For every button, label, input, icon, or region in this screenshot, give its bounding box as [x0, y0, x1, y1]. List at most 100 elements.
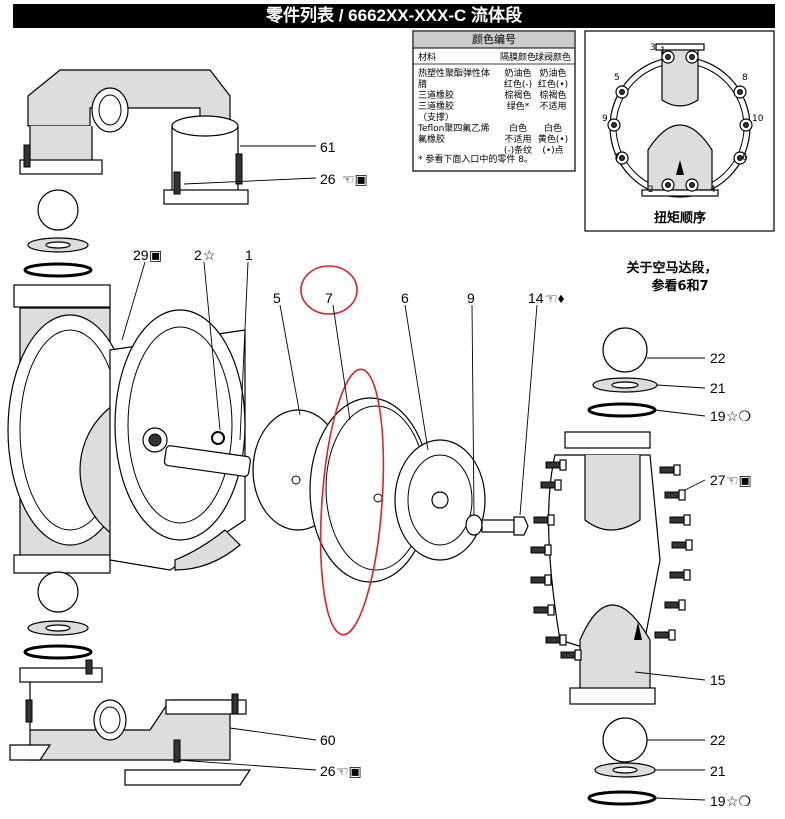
- cover-bolt-head: [559, 634, 567, 646]
- cover-bolt-head: [685, 539, 693, 551]
- label-26-bottom: 26: [320, 763, 336, 779]
- svg-text:☜▣: ☜▣: [342, 171, 368, 187]
- color-table-ball: (•)点: [542, 145, 563, 156]
- color-table-ball: 棕褐色: [539, 89, 566, 101]
- cover-bolt: [530, 576, 546, 584]
- label-21-top: 21: [710, 380, 726, 396]
- label-15: 15: [710, 672, 726, 688]
- torque-bolt-center: [611, 122, 617, 128]
- color-table-ball: 奶油色: [539, 67, 566, 79]
- color-table-diaphragm: 不适用: [504, 134, 531, 145]
- label-26-top: 26: [320, 171, 336, 187]
- label-9: 9: [467, 290, 475, 306]
- cover-bolt-head: [547, 514, 555, 526]
- torque-number: 4: [710, 185, 716, 195]
- color-table-material: Teflon聚四氟乙烯: [417, 122, 489, 134]
- highlight-label-7: [300, 265, 358, 315]
- color-table-material: 热塑性聚酯弹性体: [418, 67, 490, 79]
- color-table-col-diaphragm: 隔膜颜色: [500, 51, 536, 63]
- air-motor-note-line1: 关于空马达段，: [626, 260, 717, 276]
- label-22-top: 22: [710, 350, 726, 366]
- cover-bolt-head: [574, 649, 582, 661]
- cover-bolt: [540, 481, 556, 489]
- torque-number: 10: [752, 114, 764, 124]
- svg-text:☆❍: ☆❍: [726, 793, 751, 809]
- label-2: 2: [194, 247, 202, 263]
- torque-number: 5: [614, 73, 620, 83]
- cover-bolt: [654, 631, 670, 639]
- label-14: 14: [528, 290, 544, 306]
- label-21-bottom: 21: [710, 763, 726, 779]
- color-table-material: 三道橡胶: [418, 89, 454, 101]
- color-table-ball: 红色(•): [538, 78, 568, 90]
- cover-bolt: [669, 571, 685, 579]
- torque-number: 6: [742, 153, 748, 163]
- label-19-bottom: 19: [710, 793, 726, 809]
- torque-bolt-center: [689, 182, 695, 188]
- cover-bolt: [560, 651, 576, 659]
- label-27: 27: [710, 472, 726, 488]
- air-motor-note-line2: 参看6和7: [651, 278, 708, 294]
- cover-bolt: [533, 516, 549, 524]
- svg-text:☆: ☆: [203, 247, 216, 263]
- color-table-ball: 白色: [544, 122, 562, 134]
- center-section: [109, 309, 251, 571]
- color-table-diaphragm: 奶油色: [504, 67, 531, 79]
- torque-bolt-center: [665, 54, 671, 60]
- color-table-material: （支撑）: [418, 111, 454, 123]
- torque-bolt-center: [689, 54, 695, 60]
- svg-text:☜▣: ☜▣: [336, 763, 362, 779]
- torque-bolt-center: [619, 155, 625, 161]
- color-table: 颜色编号 材料 隔膜颜色 球阀颜色 热塑性聚酯弹性体奶油色奶油色腈红色(-)红色…: [412, 30, 576, 172]
- color-table-ball: 不适用: [539, 101, 566, 112]
- label-60: 60: [320, 732, 336, 748]
- torque-bolt-center: [737, 155, 743, 161]
- svg-text:▣: ▣: [149, 247, 162, 263]
- cover-bolt: [545, 461, 561, 469]
- label-19-top: 19: [710, 408, 726, 424]
- cover-bolt: [671, 541, 687, 549]
- color-table-diaphragm: 棕褐色: [504, 89, 531, 101]
- color-table-col-ball: 球阀颜色: [535, 51, 571, 63]
- cover-bolt: [664, 601, 680, 609]
- svg-text:☆❍: ☆❍: [726, 408, 751, 424]
- cover-bolt-head: [544, 574, 552, 586]
- color-table-material: 三道橡胶: [418, 100, 454, 112]
- torque-bolt-center: [737, 89, 743, 95]
- svg-text:☜♦: ☜♦: [545, 290, 565, 306]
- torque-number: 1: [660, 46, 666, 56]
- color-table-material: 腈: [418, 78, 427, 90]
- cover-bolt-head: [683, 514, 691, 526]
- cover-bolt-head: [559, 459, 567, 471]
- torque-bolt-center: [619, 89, 625, 95]
- cover-bolt: [664, 491, 680, 499]
- cover-bolt: [669, 516, 685, 524]
- fluid-plate: [394, 439, 486, 561]
- cover-bolt-head: [668, 629, 676, 641]
- torque-caption: 扭矩顺序: [654, 210, 706, 226]
- label-61: 61: [320, 139, 336, 155]
- torque-number: 2: [648, 185, 654, 195]
- torque-bolt-center: [665, 182, 671, 188]
- right-fluid-cover: [530, 431, 693, 705]
- torque-bolt-center: [743, 122, 749, 128]
- torque-number: 7: [614, 153, 620, 163]
- color-table-material: 氟橡胶: [418, 133, 445, 145]
- cover-bolt-head: [547, 604, 555, 616]
- torque-number: 3: [650, 43, 656, 53]
- color-table-col-material: 材料: [418, 51, 436, 63]
- label-7: 7: [325, 290, 333, 306]
- color-table-diaphragm: 白色: [509, 122, 527, 134]
- page-title: 零件列表 / 6662XX-XXX-C 流体段: [13, 4, 775, 28]
- cover-bolt: [533, 606, 549, 614]
- cover-bolt-head: [544, 544, 552, 556]
- color-table-footnote: * 参看下面入口中的零件 8。: [418, 153, 533, 165]
- cover-bolt-head: [678, 489, 686, 501]
- cover-bolt-head: [678, 599, 686, 611]
- cover-bolt: [659, 466, 675, 474]
- cover-bolt-head: [673, 464, 681, 476]
- label-1: 1: [245, 247, 253, 263]
- color-table-diaphragm: 红色(-): [504, 78, 532, 90]
